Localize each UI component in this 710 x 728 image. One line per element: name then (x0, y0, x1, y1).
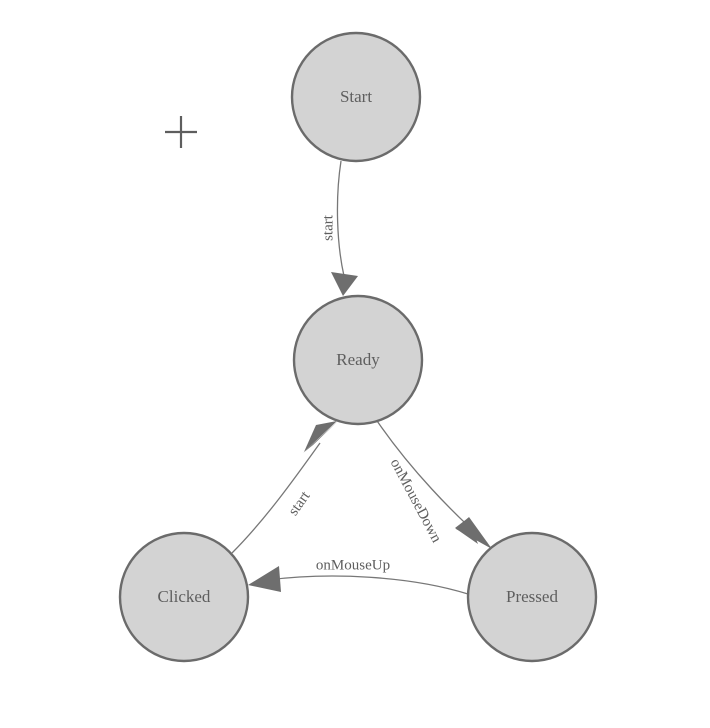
edge-label-start-to-ready: start (320, 214, 336, 241)
edge-ready-to-pressed[interactable]: onMouseDown (372, 414, 492, 549)
edge-pressed-to-clicked-arrowhead (248, 566, 281, 592)
node-pressed-circle (466, 531, 598, 663)
crosshair-marker-icon (165, 116, 197, 148)
edge-clicked-to-ready-arrowtip (303, 420, 339, 453)
edge-start-to-ready[interactable]: start (320, 160, 358, 296)
node-clicked-circle (118, 531, 250, 663)
node-pressed[interactable]: Pressed (466, 531, 598, 663)
edge-clicked-to-ready[interactable]: start (231, 420, 339, 554)
edge-label-ready-to-pressed: onMouseDown (387, 456, 445, 546)
node-clicked[interactable]: Clicked (118, 531, 250, 663)
node-clicked-label: Clicked (158, 587, 211, 606)
node-ready[interactable]: Ready (292, 294, 424, 426)
edge-label-pressed-to-clicked: onMouseUp (316, 557, 390, 573)
edge-pressed-to-clicked-path (267, 575, 469, 595)
edge-start-to-ready-path (336, 160, 345, 277)
node-start[interactable]: Start (290, 31, 422, 163)
edge-ready-to-pressed-arrowtip (456, 517, 492, 549)
edge-pressed-to-clicked[interactable]: onMouseUp (248, 557, 469, 595)
edge-label-clicked-to-ready: start (286, 488, 314, 519)
edge-clicked-to-ready-path (231, 442, 321, 554)
edge-clicked-to-ready-arrowhead (304, 421, 337, 452)
node-pressed-label: Pressed (506, 587, 558, 606)
node-start-label: Start (340, 87, 372, 106)
node-ready-circle (292, 294, 424, 426)
node-start-circle (290, 31, 422, 163)
node-ready-label: Ready (336, 350, 380, 369)
edge-start-to-ready-arrowhead (331, 272, 358, 296)
